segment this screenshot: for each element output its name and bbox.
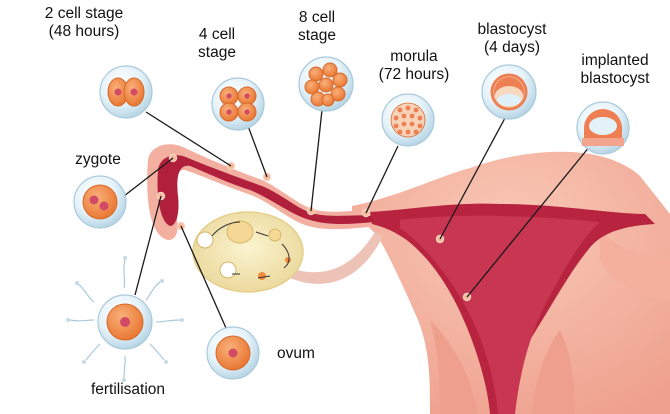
line-8cell bbox=[310, 109, 323, 212]
bubble-zygote bbox=[73, 175, 127, 229]
label-implanted-line2: blastocyst bbox=[580, 70, 650, 87]
bubble-ovum bbox=[206, 326, 260, 380]
bubble-8cell bbox=[298, 56, 354, 112]
corpus-luteum bbox=[196, 231, 214, 249]
label-morula: morula (72 hours) bbox=[366, 48, 462, 84]
line-2cell bbox=[145, 111, 232, 167]
fallopian-tube-lumen bbox=[157, 155, 374, 226]
line-ovum bbox=[180, 225, 227, 329]
line-morula bbox=[365, 145, 399, 214]
label-blastocyst-line1: blastocyst bbox=[477, 21, 547, 38]
label-ovum: ovum bbox=[277, 345, 315, 362]
label-4cell-line1: 4 cell bbox=[198, 26, 236, 43]
label-fertilisation: fertilisation bbox=[90, 381, 166, 398]
follicle-large bbox=[226, 220, 254, 244]
uterine-cavity-inner bbox=[400, 215, 600, 414]
label-8cell-stage: 8 cell stage bbox=[286, 9, 348, 45]
bubble-fertilisation bbox=[66, 256, 184, 382]
label-4cell-line2: stage bbox=[198, 44, 236, 61]
label-implanted-line1: implanted bbox=[581, 52, 649, 69]
bubble-morula bbox=[381, 93, 435, 147]
label-blastocyst-line2: (4 days) bbox=[484, 39, 540, 56]
label-blastocyst: blastocyst (4 days) bbox=[464, 21, 560, 57]
cervix-right bbox=[532, 330, 575, 414]
bubble-implanted bbox=[576, 101, 630, 155]
cervix-left bbox=[430, 320, 478, 414]
label-morula-line2: (72 hours) bbox=[378, 66, 450, 83]
bubble-2cell bbox=[99, 65, 153, 119]
ovary bbox=[192, 211, 304, 293]
label-2cell-stage: 2 cell stage (48 hours) bbox=[28, 5, 140, 41]
follicle-ruptured bbox=[219, 261, 237, 279]
label-implanted-blastocyst: implanted blastocyst bbox=[566, 52, 664, 88]
ovarian-ligament bbox=[290, 232, 383, 284]
label-2cell-line1: 2 cell stage bbox=[44, 5, 124, 22]
label-morula-line1: morula bbox=[390, 48, 438, 65]
connector-lines bbox=[123, 109, 591, 329]
line-zygote bbox=[123, 157, 174, 197]
label-8cell-line2: stage bbox=[298, 27, 336, 44]
bubble-blastocyst bbox=[481, 64, 537, 120]
bubble-4cell bbox=[211, 77, 265, 131]
line-fertilisation bbox=[134, 195, 162, 296]
label-zygote: zygote bbox=[75, 151, 121, 168]
label-8cell-line1: 8 cell bbox=[298, 9, 336, 26]
line-implanted bbox=[466, 145, 591, 298]
line-blastocyst bbox=[439, 117, 506, 240]
line-4cell bbox=[247, 125, 268, 178]
label-4cell-stage: 4 cell stage bbox=[186, 26, 248, 62]
uterus-right-flare bbox=[600, 230, 670, 300]
label-2cell-line2: (48 hours) bbox=[48, 23, 120, 40]
uterus-anatomy bbox=[147, 144, 670, 414]
follicle-small bbox=[268, 228, 282, 242]
